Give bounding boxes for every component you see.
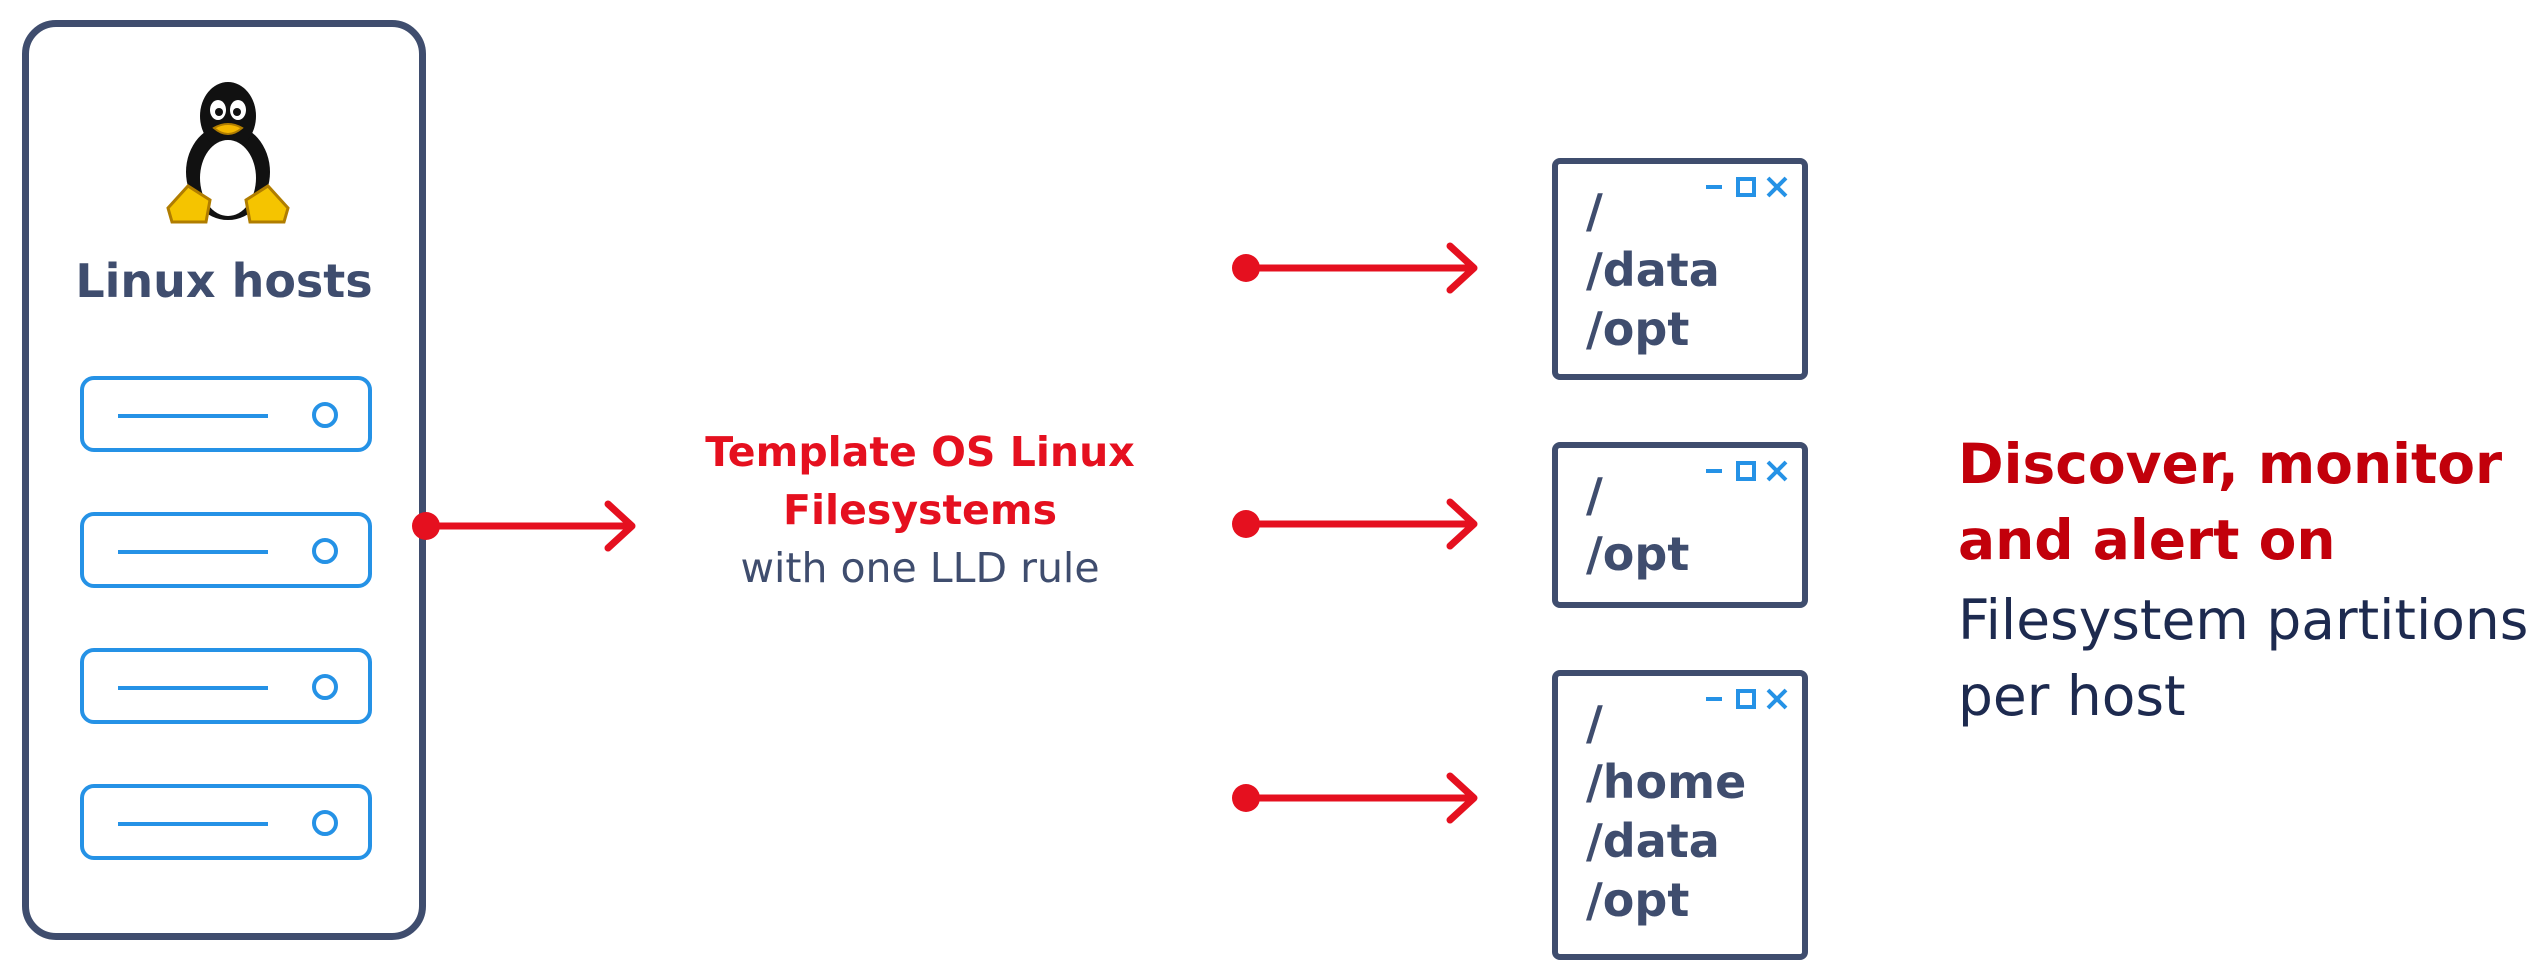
partition-path: /data xyxy=(1586,814,1720,868)
arrow-hosts-to-template xyxy=(412,500,636,552)
server-unit xyxy=(80,648,372,724)
window-controls xyxy=(1706,460,1788,482)
server-unit xyxy=(80,512,372,588)
partition-path: /data xyxy=(1586,243,1720,297)
close-icon xyxy=(1766,688,1788,710)
maximize-icon xyxy=(1736,461,1756,481)
partition-path: / xyxy=(1586,696,1603,750)
arrow-template-to-window-1 xyxy=(1232,242,1478,294)
partition-path: / xyxy=(1586,468,1603,522)
server-slot xyxy=(118,550,268,554)
partition-window-3: / /home /data /opt xyxy=(1552,670,1808,960)
description-line-2: per host xyxy=(1958,664,2186,728)
window-controls xyxy=(1706,688,1788,710)
server-status-light xyxy=(312,674,338,700)
server-status-light xyxy=(312,402,338,428)
linux-hosts-panel xyxy=(22,20,426,940)
partition-path: /opt xyxy=(1586,873,1690,927)
server-slot xyxy=(118,686,268,690)
maximize-icon xyxy=(1736,177,1756,197)
server-unit xyxy=(80,376,372,452)
tux-penguin-icon xyxy=(166,82,290,224)
template-subtitle: with one LLD rule xyxy=(740,544,1100,592)
close-icon xyxy=(1766,460,1788,482)
partition-path: / xyxy=(1586,184,1603,238)
partition-path: /home xyxy=(1586,755,1747,809)
window-controls xyxy=(1706,176,1788,198)
partition-path: /opt xyxy=(1586,302,1690,356)
close-icon xyxy=(1766,176,1788,198)
server-status-light xyxy=(312,538,338,564)
headline-line-2: and alert on xyxy=(1958,508,2336,572)
server-status-light xyxy=(312,810,338,836)
template-name-line-2: Filesystems xyxy=(783,486,1057,534)
maximize-icon xyxy=(1736,689,1756,709)
arrow-template-to-window-2 xyxy=(1232,498,1478,550)
partition-window-1: / /data /opt xyxy=(1552,158,1808,380)
hosts-title: Linux hosts xyxy=(75,254,373,308)
arrow-template-to-window-3 xyxy=(1232,772,1478,824)
server-slot xyxy=(118,822,268,826)
partition-window-2: / /opt xyxy=(1552,442,1808,608)
template-name-line-1: Template OS Linux xyxy=(705,428,1135,476)
server-slot xyxy=(118,414,268,418)
partition-path: /opt xyxy=(1586,527,1690,581)
description-line-1: Filesystem partitions xyxy=(1958,588,2529,652)
server-unit xyxy=(80,784,372,860)
headline-line-1: Discover, monitor xyxy=(1958,432,2503,496)
